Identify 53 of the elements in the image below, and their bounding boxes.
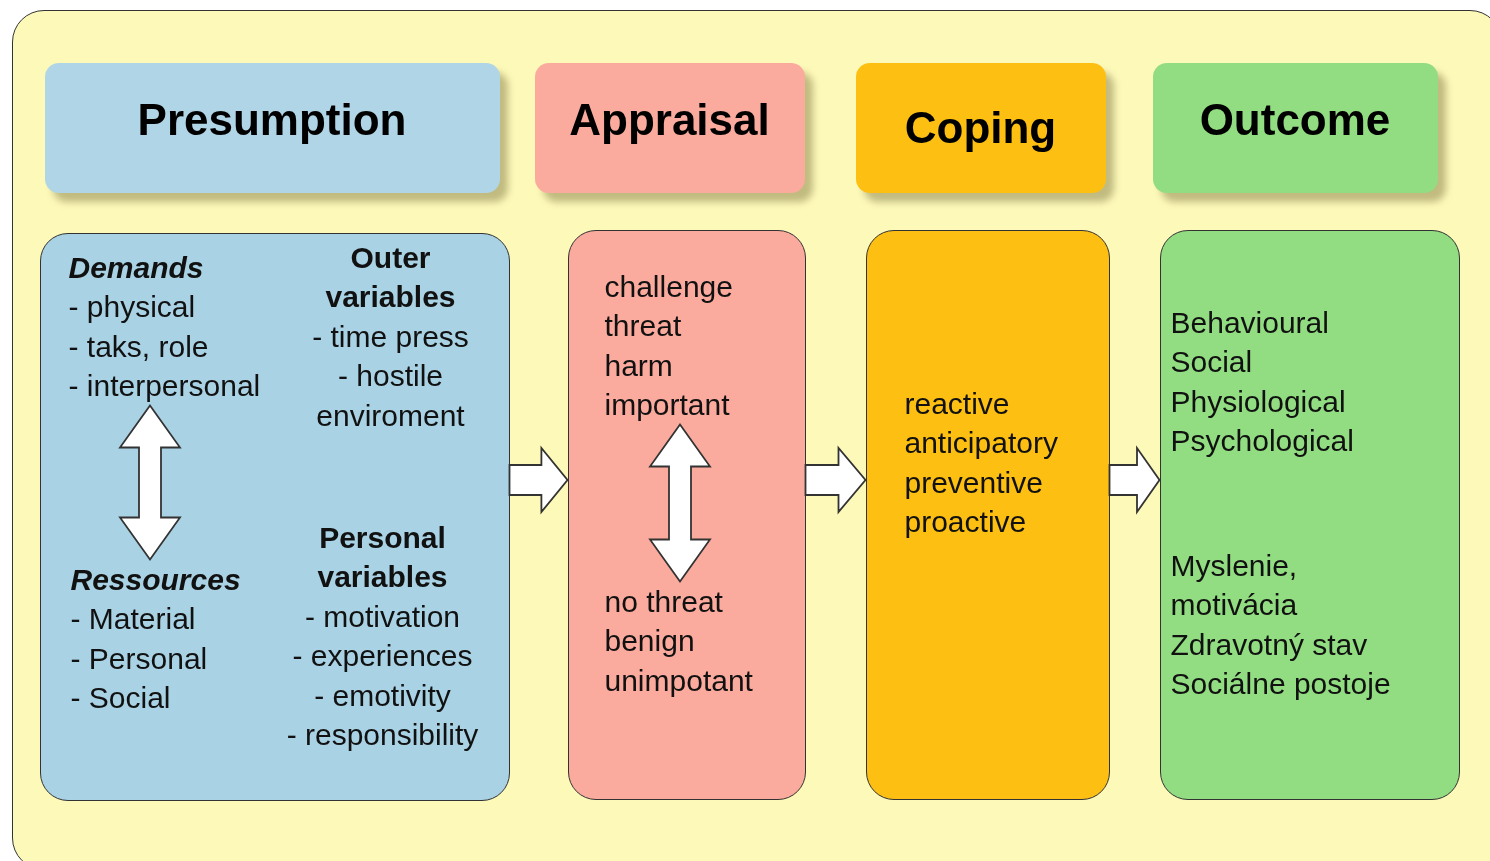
stage-panel	[865, 229, 1110, 800]
list-item: proactive	[904, 504, 1028, 540]
list-item: Physiological	[1170, 383, 1347, 420]
list-item: - experiences	[291, 638, 474, 674]
list-item: anticipatory	[904, 425, 1059, 461]
list-item: - taks, role	[68, 328, 210, 365]
list-item: reactive	[904, 385, 1011, 422]
list-item: - hostile	[336, 358, 444, 394]
list-item: Myslenie,	[1170, 547, 1299, 584]
stage-panel	[1159, 229, 1460, 800]
list-item: motivácia	[1170, 587, 1299, 623]
double-block-arrow	[118, 403, 182, 562]
list-item: enviroment	[315, 397, 466, 434]
block-arrow	[804, 445, 867, 515]
list-item: unimpotant	[604, 662, 754, 699]
group-heading: Ressources	[70, 561, 242, 598]
list-item: Psychological	[1170, 423, 1355, 459]
list-item: challenge	[604, 268, 734, 305]
list-item: - Social	[70, 680, 172, 716]
list-item: harm	[604, 347, 674, 384]
stage-panel	[567, 229, 806, 800]
list-item: no threat	[604, 583, 724, 620]
list-item: threat	[604, 308, 683, 344]
list-item: - Personal	[70, 640, 209, 677]
list-item: - physical	[68, 289, 197, 325]
group-heading: Demands	[68, 249, 205, 286]
list-item: important	[604, 387, 731, 423]
list-item: - responsibility	[285, 717, 480, 753]
stage-title: Coping	[904, 102, 1057, 153]
block-arrow	[508, 445, 569, 515]
stage-title: Appraisal	[569, 94, 770, 145]
stage-panel	[39, 232, 510, 801]
list-item: benign	[604, 623, 696, 659]
double-block-arrow	[648, 422, 712, 584]
group-heading: Personal variables	[316, 519, 449, 595]
block-arrow	[1108, 445, 1161, 515]
group-heading: Outer variables	[324, 239, 457, 315]
stage-header	[44, 62, 500, 193]
stage-header	[534, 62, 805, 193]
stage-title: Presumption	[137, 94, 407, 145]
stage-header	[855, 62, 1106, 193]
list-item: - interpersonal	[68, 368, 262, 404]
list-item: Sociálne postoje	[1170, 666, 1392, 702]
stage-header	[1152, 62, 1438, 193]
list-item: - emotivity	[313, 677, 452, 714]
list-item: - Material	[70, 601, 197, 637]
list-item: - time press	[311, 318, 470, 355]
list-item: Social	[1170, 344, 1254, 380]
list-item: preventive	[904, 464, 1044, 501]
list-item: - motivation	[303, 598, 462, 635]
stage-title: Outcome	[1199, 94, 1391, 145]
list-item: Behavioural	[1170, 304, 1330, 341]
list-item: Zdravotný stav	[1170, 626, 1369, 663]
